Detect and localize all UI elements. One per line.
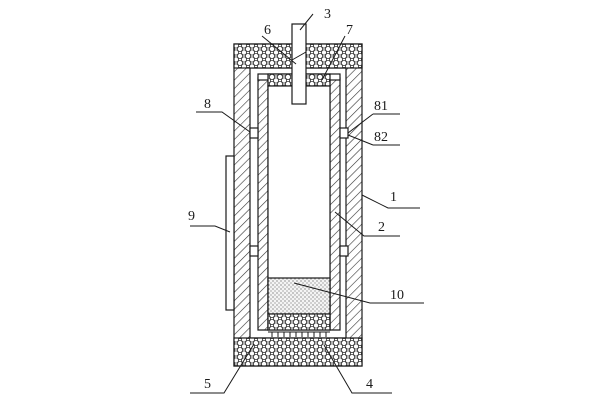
label-10: 10	[390, 288, 404, 303]
label-2: 2	[378, 220, 385, 235]
bottom-insulation	[233, 337, 363, 367]
bottom-support	[267, 313, 331, 331]
label-8: 8	[204, 97, 211, 112]
side-panel	[225, 155, 235, 311]
label-81: 81	[374, 99, 388, 114]
sample-material	[267, 277, 331, 315]
callout-labels: 3 6 7 8 81 82 1 9 2 10 5 4	[188, 7, 404, 392]
label-6: 6	[264, 23, 271, 38]
leader-lines	[190, 13, 424, 394]
label-3: 3	[324, 7, 331, 22]
label-1: 1	[390, 190, 397, 205]
label-5: 5	[204, 377, 211, 392]
label-82: 82	[374, 130, 388, 145]
label-4: 4	[366, 377, 373, 392]
heating-element	[268, 331, 330, 337]
probe-rod	[291, 23, 307, 105]
label-7: 7	[346, 23, 353, 38]
spacer-blocks	[249, 127, 349, 257]
label-9: 9	[188, 209, 195, 224]
